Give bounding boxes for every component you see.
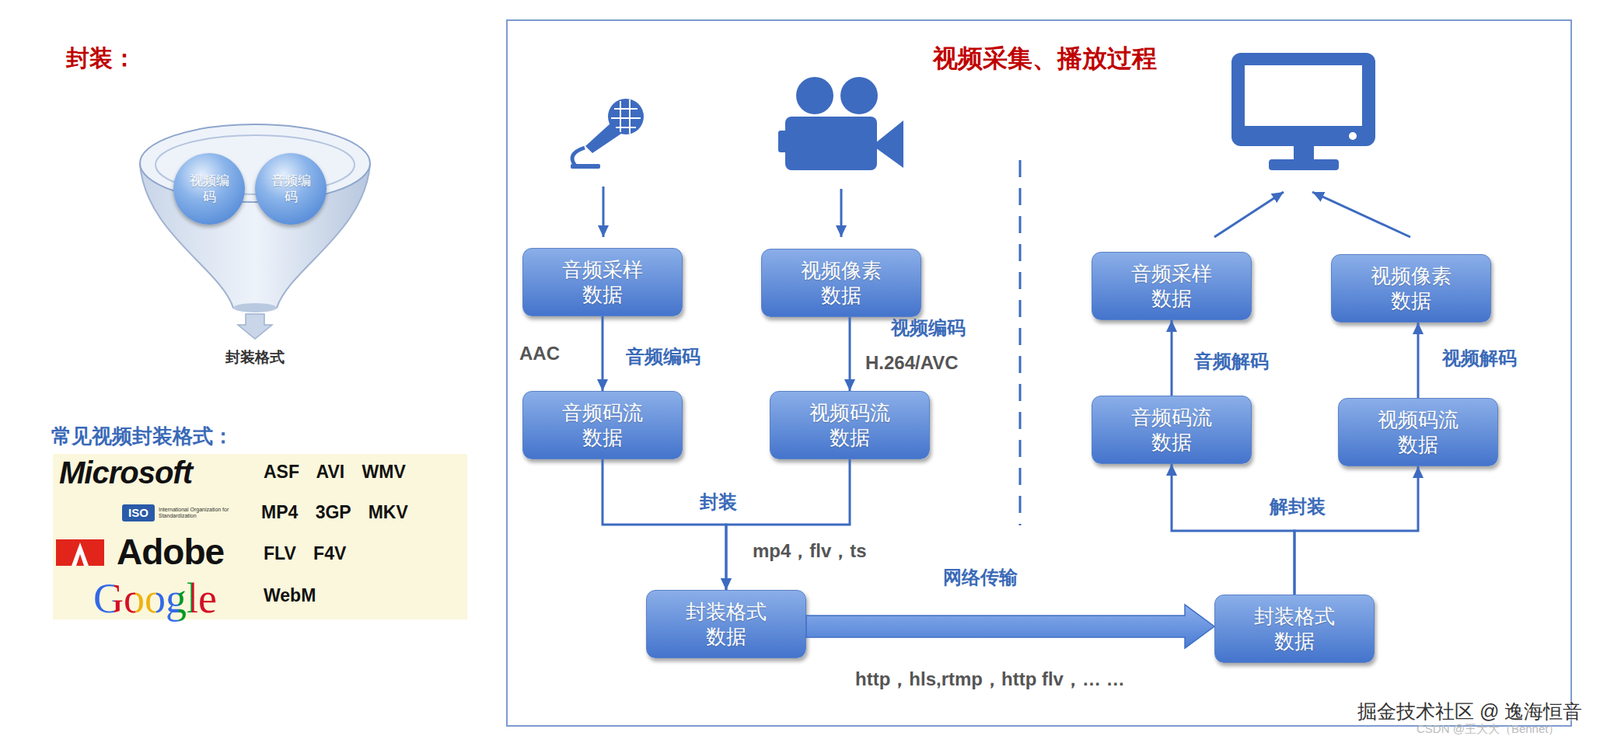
flow-arrow — [1171, 464, 1295, 595]
microphone-icon — [570, 98, 644, 169]
box-text: 封装格式 数据 — [1248, 604, 1341, 655]
panel-frame — [506, 20, 1572, 727]
vendor-logo-subtext: International Organization for Standardi… — [158, 506, 237, 519]
flow-arrow — [1170, 320, 1174, 396]
circle-text: 音频编 码 — [268, 172, 313, 207]
flow-arrow — [726, 459, 850, 591]
camera-lens — [875, 120, 904, 168]
vendor-logo: Google — [93, 573, 217, 625]
playback-arrow — [1312, 192, 1411, 238]
box-text: 视频码流 数据 — [803, 400, 896, 451]
flow-arrow — [1417, 322, 1420, 399]
protocol-list: http，hls,rtmp，http flv，… … — [855, 668, 1125, 692]
monitor-base — [1268, 159, 1339, 171]
process-box: 封装格式 数据 — [1214, 594, 1375, 664]
diagram-title: 视频采集、播放过程 — [932, 43, 1157, 74]
edge-label: 视频编码 — [890, 317, 966, 340]
monitor-screen — [1244, 65, 1363, 126]
box-text: 封装格式 数据 — [680, 599, 773, 650]
edge-label: 解封装 — [1269, 496, 1326, 519]
funnel-caption: 封装格式 — [138, 347, 372, 368]
vendor-logo: Microsoft — [59, 454, 193, 492]
section-heading: 封装： — [66, 44, 137, 73]
box-text: 音频采样 数据 — [556, 257, 649, 308]
process-box: 视频码流 数据 — [769, 391, 930, 460]
process-box: 音频码流 数据 — [1091, 395, 1252, 465]
monitor-icon — [1231, 52, 1376, 171]
edge-label: 视频解码 — [1442, 347, 1517, 371]
format-list: mp4，flv，ts — [752, 540, 867, 563]
mic-handle — [585, 122, 622, 154]
vendor-logo: Adobe — [116, 531, 224, 574]
box-text: 视频像素 数据 — [795, 258, 888, 309]
camera-body — [785, 116, 877, 171]
camera-reel — [840, 76, 878, 115]
edge-label: 音频解码 — [1194, 350, 1269, 374]
process-box: 音频采样 数据 — [522, 248, 683, 317]
process-box: 封装格式 数据 — [646, 590, 807, 659]
edge-label: 音频编码 — [625, 345, 701, 369]
flow-arrow — [602, 459, 727, 591]
capture-arrow — [602, 186, 605, 238]
box-text: 视频像素 数据 — [1365, 263, 1457, 315]
codec-circle: 视频编 码 — [173, 153, 245, 225]
process-box: 音频码流 数据 — [522, 391, 683, 460]
camera-reel — [796, 76, 834, 115]
edge-label: 网络传输 — [943, 566, 1018, 590]
playback-arrow — [1214, 192, 1284, 238]
funnel-neck — [233, 303, 277, 313]
format-cell: MP4 3GP MKV — [261, 502, 409, 525]
process-box: 音频采样 数据 — [1091, 251, 1252, 321]
process-box: 视频像素 数据 — [1331, 254, 1492, 323]
adobe-mark — [55, 539, 105, 566]
box-text: 音频码流 数据 — [1125, 405, 1218, 456]
funnel-out-arrow — [237, 314, 273, 339]
adobe-mark-cut — [71, 542, 89, 566]
funnel-shape — [138, 116, 372, 374]
flow-arrow — [848, 317, 852, 392]
box-text: 音频采样 数据 — [1125, 261, 1218, 312]
section-heading: 常见视频封装格式： — [51, 424, 234, 449]
transport-arrow — [806, 604, 1215, 649]
format-cell: ASF AVI WMV — [263, 461, 406, 484]
flow-arrow — [1294, 466, 1419, 595]
mic-base — [570, 164, 601, 169]
adobe-logo — [55, 539, 105, 566]
format-cell: FLV F4V — [263, 543, 346, 566]
vendor-logo: ISO — [122, 504, 155, 522]
box-text: 音频码流 数据 — [556, 400, 649, 451]
monitor-led — [1348, 132, 1357, 140]
codec-circle: 音频编 码 — [255, 153, 327, 225]
box-text: 视频码流 数据 — [1372, 407, 1464, 458]
circle-text: 视频编 码 — [187, 172, 231, 207]
monitor-bezel — [1231, 52, 1376, 147]
funnel-group: 封装格式 视频编 码 音频编 码 — [138, 116, 372, 374]
mic-stand — [572, 147, 585, 166]
codec-name: AAC — [519, 342, 560, 366]
codec-name: H.264/AVC — [865, 352, 959, 375]
process-box: 视频像素 数据 — [761, 248, 922, 318]
capture-arrow — [840, 188, 843, 238]
divider-line — [1019, 160, 1022, 526]
format-cell: WebM — [263, 585, 316, 608]
watermark: 掘金技术社区 @ 逸海恒音 — [1357, 699, 1583, 724]
monitor-neck — [1293, 146, 1314, 161]
camera-nub — [778, 130, 788, 153]
camera-icon — [778, 76, 904, 171]
process-box: 视频码流 数据 — [1337, 398, 1499, 467]
edge-label: 封装 — [699, 491, 738, 514]
flow-arrow — [601, 316, 605, 392]
watermark: CSDN @王大大（Bennet） — [1416, 722, 1560, 737]
